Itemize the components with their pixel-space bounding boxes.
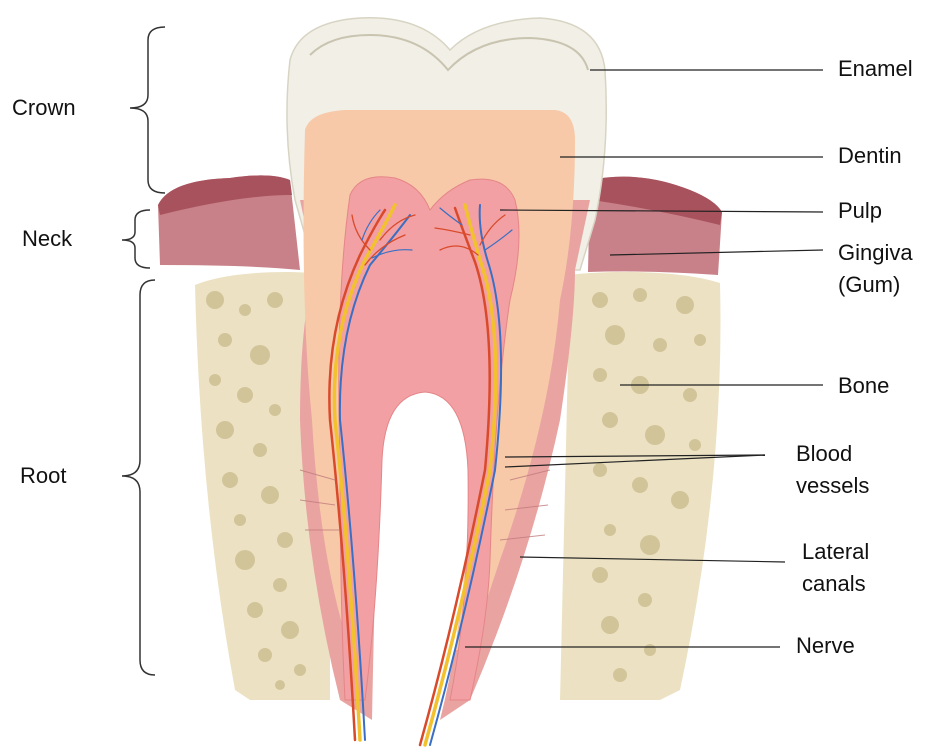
pulp-label: Pulp [838, 195, 882, 227]
blood-vessels-label: Blood vessels [796, 438, 869, 502]
neck-label: Neck [22, 223, 72, 255]
gingiva-label-line1: Gingiva [838, 237, 913, 269]
lateral-canals-label: Lateral canals [802, 536, 869, 600]
lateral-canals-label-line2: canals [802, 568, 869, 600]
root-label: Root [20, 460, 66, 492]
blood-vessels-label-line2: vessels [796, 470, 869, 502]
root-brace [122, 280, 155, 675]
crown-brace [130, 27, 165, 193]
blood-vessels-label-line1: Blood [796, 438, 869, 470]
bone-label: Bone [838, 370, 889, 402]
crown-label: Crown [12, 92, 76, 124]
lateral-canals-label-line1: Lateral [802, 536, 869, 568]
region-braces [122, 27, 165, 675]
dentin-label: Dentin [838, 140, 902, 172]
enamel-label: Enamel [838, 53, 913, 85]
neck-brace [122, 210, 150, 268]
gingiva-label: Gingiva (Gum) [838, 237, 913, 301]
gingiva-label-line2: (Gum) [838, 269, 913, 301]
nerve-label: Nerve [796, 630, 855, 662]
